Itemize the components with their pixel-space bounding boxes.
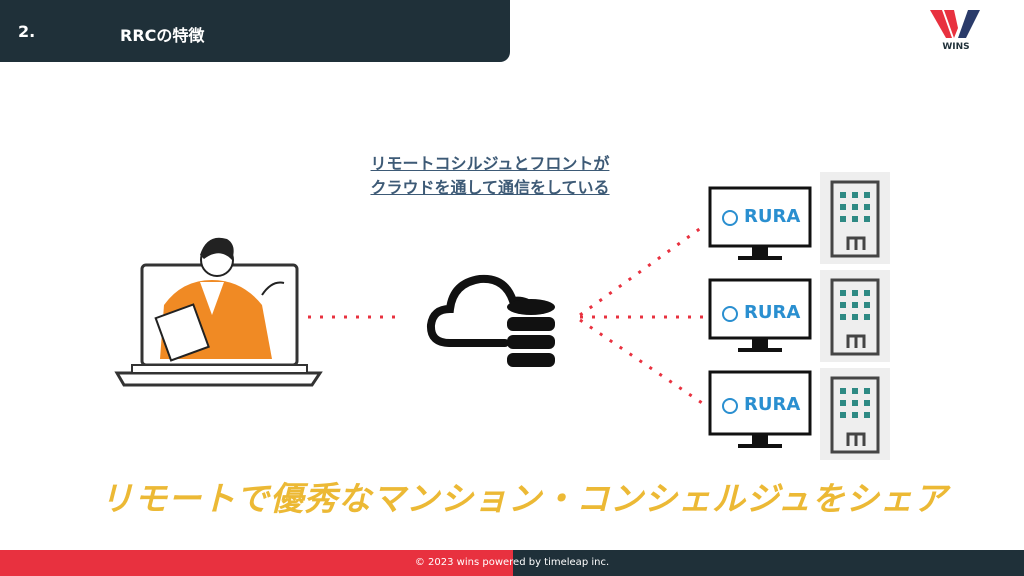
building-icon (820, 270, 890, 362)
building-icon (820, 368, 890, 460)
footer-red-bar (0, 550, 513, 576)
rura-logo-text: RURA (744, 394, 801, 415)
footer-dark-bar (513, 550, 1024, 576)
laptop-concierge-illustration (114, 237, 323, 387)
footer-copyright: © 2023 wins powered by timeleap inc. (414, 557, 610, 568)
rura-logo-text: RURA (744, 302, 801, 323)
wins-logo-mark (930, 10, 980, 38)
caption-line-1: リモートコシルジュとフロントが (370, 154, 610, 173)
logo-text: WINS (942, 42, 970, 52)
cloud-caption: リモートコシルジュとフロントが クラウドを通して通信をしている (330, 152, 650, 200)
section-number: 2. (18, 22, 36, 41)
connection-lines (308, 223, 706, 407)
building-icon (820, 172, 890, 264)
rura-logo-text: RURA (744, 206, 801, 227)
cloud-database-icon (426, 274, 555, 367)
caption-line-2: クラウドを通して通信をしている (370, 178, 610, 197)
page-title: RRCの特徴 (120, 26, 205, 45)
wins-logo: WINS (928, 8, 984, 56)
section-header: 2. RRCの特徴 (0, 0, 510, 62)
tagline: リモートで優秀なマンション・コンシェルジュをシェア (100, 479, 948, 518)
